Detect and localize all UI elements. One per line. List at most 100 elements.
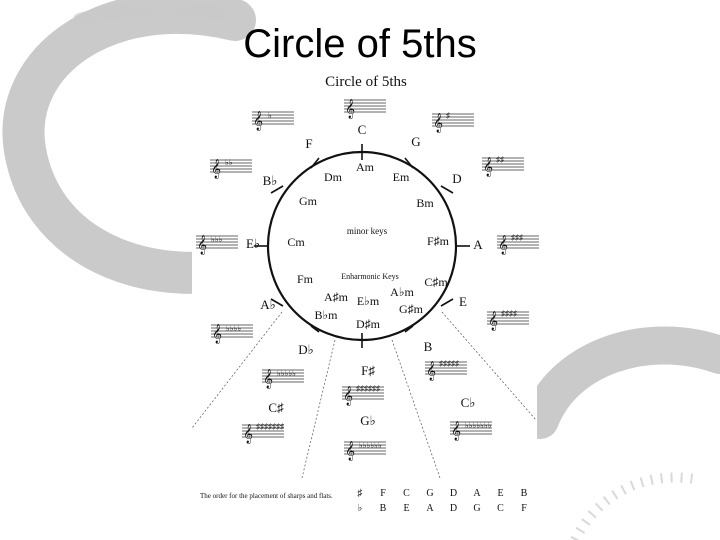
staff-c-flat: 𝄞 ♭♭♭♭♭♭♭ (450, 421, 492, 441)
minor-key-e-flat-m: E♭m (357, 294, 380, 308)
minor-key-f-sharp-m: F♯m (427, 234, 450, 248)
sharp-sign-icon: ♯ (446, 111, 450, 120)
staff-d-flat: 𝄞 ♭♭♭♭♭ (262, 369, 304, 389)
flat-sign-icon: ♭♭♭♭♭♭ (359, 441, 382, 450)
staff-f-sharp: 𝄞 ♯♯♯♯♯♯ (342, 384, 384, 406)
treble-clef-icon: 𝄞 (345, 99, 355, 119)
treble-clef-icon: 𝄞 (451, 421, 461, 441)
treble-clef-icon: 𝄞 (253, 111, 263, 131)
minor-key-gm: Gm (299, 194, 318, 208)
staff-c: 𝄞 (344, 99, 386, 119)
minor-key-em: Em (393, 170, 410, 184)
major-key-e-flat: E♭ (246, 236, 260, 251)
flats-order-letter: F (521, 503, 527, 514)
major-key-c-flat: C♭ (461, 395, 476, 410)
sharp-sign-icon: ♯♯♯♯ (501, 309, 517, 318)
staff-b: 𝄞 ♯♯♯♯♯ (425, 359, 467, 381)
flat-sign-icon: ♭♭♭♭ (226, 324, 241, 333)
flats-order-letter: C (497, 503, 504, 514)
staff-e: 𝄞 ♯♯♯♯ (487, 309, 529, 331)
major-key-d: D (452, 171, 461, 186)
sharp-sign-icon: ♯♯♯♯♯ (439, 359, 459, 368)
sharp-sign-icon: ♯♯♯♯♯♯♯ (256, 422, 284, 431)
treble-clef-icon: 𝄞 (488, 311, 498, 331)
major-key-a-flat: A♭ (260, 297, 276, 312)
major-key-b-flat: B♭ (263, 173, 278, 188)
enharmonic-lines (191, 311, 537, 479)
staff-g: 𝄞 ♯ (432, 111, 474, 133)
staff-a: 𝄞 ♯♯♯ (497, 233, 539, 255)
staff-e-flat: 𝄞 ♭♭♭ (196, 235, 238, 255)
minor-key-fm: Fm (297, 272, 314, 286)
minor-key-g-sharp-m: G♯m (399, 302, 424, 316)
flats-order-letter: D (450, 503, 457, 514)
major-key-labels: C G D A E B F♯ C♯ G♭ C♭ D♭ A♭ E♭ B♭ F (246, 122, 483, 428)
circle-ticks (254, 144, 470, 348)
key-signature-staves: 𝄞 𝄞 ♭ 𝄞 ♯ 𝄞 ♭♭ 𝄞 ♯♯ (196, 99, 539, 461)
treble-clef-icon: 𝄞 (212, 324, 222, 344)
flat-sign-icon: ♭ (268, 111, 272, 120)
minor-keys-label: minor keys (347, 226, 388, 236)
treble-clef-icon: 𝄞 (211, 159, 221, 179)
staff-c-sharp: 𝄞 ♯♯♯♯♯♯♯ (242, 422, 284, 444)
right-swoosh (521, 326, 720, 439)
major-key-f: F (305, 136, 312, 151)
treble-clef-icon: 𝄞 (345, 441, 355, 461)
minor-key-d-sharp-m: D♯m (356, 317, 381, 331)
sharps-order-letter: A (473, 488, 481, 499)
major-key-e: E (459, 294, 467, 309)
major-key-c: C (358, 122, 367, 137)
sharps-order-letter: B (521, 488, 528, 499)
treble-clef-icon: 𝄞 (433, 113, 443, 133)
flat-sign-icon: ♭♭ (225, 158, 233, 167)
diagram-title: Circle of 5ths (325, 74, 407, 90)
minor-key-bm: Bm (416, 196, 434, 210)
treble-clef-icon: 𝄞 (498, 235, 508, 255)
accidental-order-caption: The order for the placement of sharps an… (200, 492, 333, 500)
staff-d: 𝄞 ♯♯ (482, 155, 524, 177)
major-key-g: G (411, 134, 420, 149)
treble-clef-icon: 𝄞 (426, 361, 436, 381)
slide-title: Circle of 5ths (243, 22, 477, 66)
sharp-sign-icon: ♯♯♯ (511, 233, 523, 242)
major-key-a: A (473, 237, 483, 252)
major-key-b: B (424, 339, 433, 354)
sharps-order-letter: F (380, 488, 386, 499)
flats-order-letter: A (426, 503, 434, 514)
left-swoosh-tail (73, 1, 232, 27)
staff-g-flat: 𝄞 ♭♭♭♭♭♭ (344, 441, 386, 461)
staff-f: 𝄞 ♭ (252, 111, 294, 131)
minor-key-dm: Dm (324, 170, 343, 184)
major-key-f-sharp: F♯ (361, 363, 375, 378)
flats-order-letter: E (403, 503, 409, 514)
treble-clef-icon: 𝄞 (197, 235, 207, 255)
sharp-sign-icon: ♯♯♯♯♯♯ (356, 384, 380, 393)
staff-a-flat: 𝄞 ♭♭♭♭ (211, 324, 253, 344)
accidental-order: The order for the placement of sharps an… (200, 488, 528, 514)
treble-clef-icon: 𝄞 (263, 369, 273, 389)
minor-key-c-sharp-m: C♯m (424, 275, 448, 289)
treble-clef-icon: 𝄞 (243, 424, 253, 444)
treble-clef-icon: 𝄞 (343, 386, 353, 406)
minor-key-labels: Am Em Bm F♯m C♯m G♯m D♯m E♭m A♯m B♭m A♭m… (287, 160, 449, 331)
staff-b-flat: 𝄞 ♭♭ (210, 158, 252, 179)
minor-key-a-sharp-m: A♯m (324, 290, 349, 304)
flats-order-letter: G (473, 503, 480, 514)
minor-key-b-flat-m: B♭m (315, 308, 339, 322)
minor-key-cm: Cm (287, 235, 305, 249)
major-key-d-flat: D♭ (298, 342, 314, 357)
major-key-c-sharp: C♯ (268, 400, 283, 415)
left-swoosh (2, 0, 256, 294)
sharp-sign-icon: ♯♯ (496, 155, 504, 164)
sharps-order-letter: E (497, 488, 503, 499)
major-key-g-flat: G♭ (360, 413, 376, 428)
minor-key-am: Am (356, 160, 375, 174)
flat-sign-icon: ♭♭♭ (211, 235, 223, 244)
flat-row-icon: ♭ (358, 503, 363, 514)
sharps-order-letter: C (403, 488, 410, 499)
treble-clef-icon: 𝄞 (483, 157, 493, 177)
